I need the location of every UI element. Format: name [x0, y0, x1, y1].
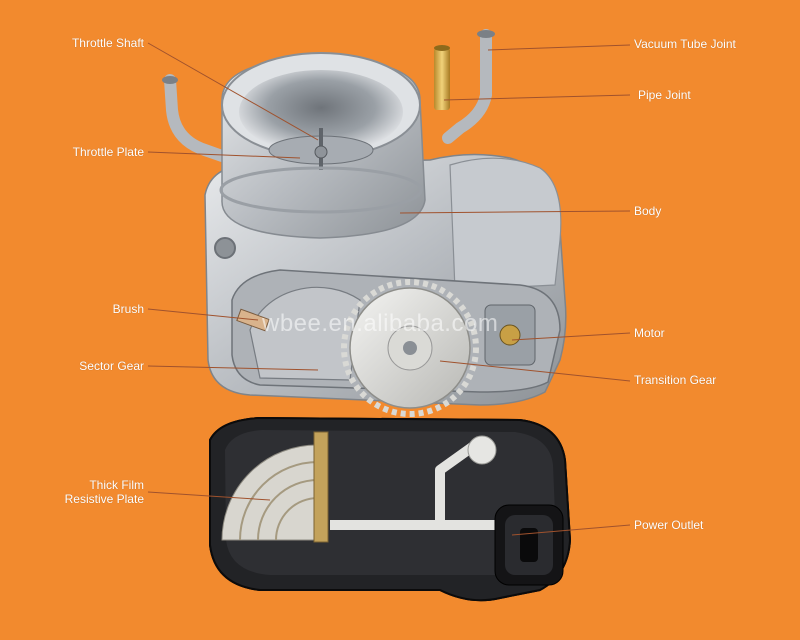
leader-power-outlet [511, 524, 631, 536]
left-vacuum-pipe-end [162, 76, 178, 84]
label-body: Body [634, 204, 662, 218]
label-thick-film-line1: Thick Film [89, 478, 144, 492]
leader-body [399, 210, 631, 214]
leader-vacuum-tube [487, 44, 631, 51]
label-transition-gear: Transition Gear [634, 373, 717, 387]
leader-brush [147, 308, 259, 321]
brass-pipe [434, 48, 450, 110]
throttle-shaft-hub [314, 145, 328, 159]
label-throttle-plate: Throttle Plate [72, 145, 144, 159]
leader-thick-film [147, 491, 271, 501]
resistive-plate [221, 431, 329, 543]
label-vacuum-tube-joint: Vacuum Tube Joint [634, 37, 736, 51]
leader-motor [511, 332, 631, 341]
leader-pipe-joint [443, 94, 631, 101]
leader-throttle-plate [147, 151, 301, 159]
pcb-trace [330, 440, 505, 530]
label-brush: Brush [112, 302, 144, 316]
leader-lines [147, 42, 631, 536]
label-pipe-joint: Pipe Joint [638, 88, 691, 102]
label-thick-film-resistive-plate: Thick Film Resistive Plate [20, 478, 144, 506]
pcb-post [467, 435, 497, 465]
transition-gear [341, 279, 479, 417]
leader-throttle-shaft [147, 42, 319, 141]
label-thick-film-line2: Resistive Plate [64, 492, 144, 506]
bore-band [219, 166, 423, 214]
leader-transition-gear [439, 360, 631, 382]
mount-hole-left [214, 237, 236, 259]
label-power-outlet: Power Outlet [634, 518, 704, 532]
right-vacuum-pipe [442, 29, 492, 144]
sector-gear [249, 286, 361, 381]
label-throttle-shaft: Throttle Shaft [71, 36, 144, 50]
left-vacuum-pipe [164, 74, 228, 162]
power-outlet-socket [494, 504, 564, 586]
bore-opening [239, 70, 403, 154]
brass-pipe-end [434, 45, 450, 51]
watermark: wbee.en.alibaba.com [262, 310, 499, 337]
label-motor: Motor [634, 326, 665, 340]
right-vacuum-pipe-end [477, 30, 495, 38]
leader-sector-gear [147, 365, 319, 371]
motor-dome [449, 157, 562, 291]
label-sector-gear: Sector Gear [79, 359, 144, 373]
